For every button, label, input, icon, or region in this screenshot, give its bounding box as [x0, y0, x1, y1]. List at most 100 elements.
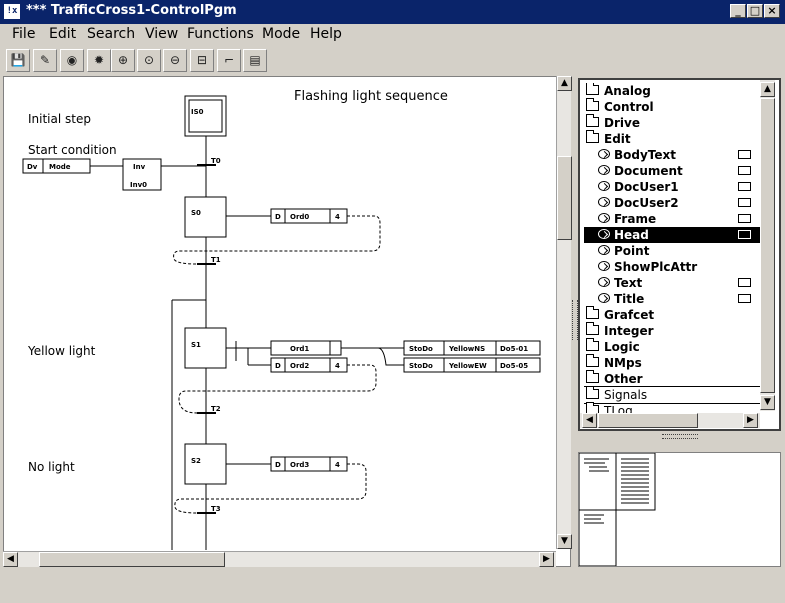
palette-horizontal-scrollbar[interactable]: ◀ ▶ [580, 413, 760, 428]
palette-item-nmps[interactable]: NMps [584, 354, 762, 371]
palette-item-label: BodyText [614, 148, 677, 162]
output2-op: StoDo [409, 362, 433, 370]
horizontal-splitter[interactable] [662, 434, 698, 439]
class-object-icon [598, 277, 610, 287]
palette-vertical-scrollbar[interactable]: ▲ ▼ [760, 80, 775, 411]
save-icon[interactable]: 💾 [6, 49, 30, 72]
palette-item-label: DocUser2 [614, 196, 679, 210]
scroll-left-icon[interactable]: ◀ [3, 552, 18, 567]
order2-time: 4 [335, 362, 340, 370]
palette-item-bodytext[interactable]: BodyText [584, 147, 762, 163]
plc-editor-canvas[interactable]: Flashing light sequence Initial step Sta… [3, 76, 571, 567]
palette-item-label: Analog [604, 84, 651, 98]
folder-icon [586, 114, 599, 127]
vertical-splitter[interactable] [572, 300, 578, 340]
zoom-in-icon[interactable]: ⊕ [111, 49, 135, 72]
label-yellow-light: Yellow light [27, 344, 96, 358]
horizontal-scroll-thumb[interactable] [39, 552, 225, 567]
menu-search[interactable]: Search [87, 26, 136, 42]
object-preview-icon [738, 150, 751, 159]
scroll-right-icon[interactable]: ▶ [539, 552, 554, 567]
navigator-pane[interactable] [578, 452, 781, 567]
folder-icon [586, 338, 599, 351]
palette-item-grafcet[interactable]: Grafcet [584, 306, 762, 323]
object-preview-icon [738, 230, 751, 239]
pencil-icon[interactable]: ✎ [33, 49, 57, 72]
palette-item-tlog[interactable]: TLog [584, 402, 762, 413]
order2-type: D [275, 362, 281, 370]
palette-item-point[interactable]: Point [584, 243, 762, 259]
plc-icon[interactable]: ▤ [243, 49, 267, 72]
palette-item-edit[interactable]: Edit [584, 130, 762, 147]
folder-icon [586, 306, 599, 319]
transition-t1: T1 [211, 256, 221, 264]
zoom-out-icon[interactable]: ⊖ [163, 49, 187, 72]
close-button[interactable]: × [764, 4, 780, 18]
navigator-thumbnail [578, 452, 656, 567]
order3-time: 4 [335, 461, 340, 469]
folder-icon [586, 370, 599, 383]
gear-icon[interactable]: ✹ [87, 49, 111, 72]
label-start-condition: Start condition [28, 143, 117, 157]
palette-item-analog[interactable]: Analog [584, 83, 762, 99]
palette-h-scroll-thumb[interactable] [598, 413, 698, 428]
menu-view[interactable]: View [145, 26, 179, 42]
minimize-button[interactable]: _ [730, 4, 746, 18]
palette-item-other[interactable]: Other [584, 370, 762, 387]
palette-scroll-left-icon[interactable]: ◀ [582, 413, 597, 428]
grafcet-diagram: Flashing light sequence Initial step Sta… [22, 89, 541, 550]
order0-time: 4 [335, 213, 340, 221]
diagram-title: Flashing light sequence [294, 89, 448, 104]
palette-scroll-down-icon[interactable]: ▼ [760, 395, 775, 410]
palette-scroll-thumb[interactable] [760, 98, 775, 393]
mode-label: Mode [49, 163, 71, 171]
zoom-reset-icon[interactable]: ⊙ [137, 49, 161, 72]
palette-item-integer[interactable]: Integer [584, 322, 762, 339]
menu-mode[interactable]: Mode [262, 26, 301, 42]
palette-scroll-right-icon[interactable]: ▶ [743, 413, 758, 428]
menu-functions[interactable]: Functions [187, 26, 254, 42]
palette-item-document[interactable]: Document [584, 163, 762, 179]
scroll-up-icon[interactable]: ▲ [557, 76, 572, 91]
title-bar: !x *** TrafficCross1-ControlPgm _ □ × [0, 0, 785, 24]
class-object-icon [598, 293, 610, 303]
step-s2: S2 [191, 457, 201, 465]
eye-icon[interactable]: ◉ [60, 49, 84, 72]
canvas-vertical-scrollbar[interactable]: ▲ ▼ [556, 76, 572, 549]
palette-item-text[interactable]: Text [584, 275, 762, 291]
folder-icon [586, 354, 599, 367]
palette-item-docuser1[interactable]: DocUser1 [584, 179, 762, 195]
folder-icon [586, 386, 599, 399]
inv-label: Inv [133, 163, 146, 171]
palette-item-docuser2[interactable]: DocUser2 [584, 195, 762, 211]
vertical-scroll-thumb[interactable] [557, 156, 572, 240]
palette-item-label: Other [604, 372, 643, 386]
palette-item-label: TLog [604, 404, 633, 413]
palette-item-control[interactable]: Control [584, 98, 762, 115]
palette-item-signals[interactable]: Signals [584, 386, 762, 404]
palette-item-label: Edit [604, 132, 631, 146]
palette-item-logic[interactable]: Logic [584, 338, 762, 355]
palette-item-head[interactable]: Head [584, 227, 762, 243]
order3-name: Ord3 [290, 461, 309, 469]
output1-op: StoDo [409, 345, 433, 353]
palette-item-title[interactable]: Title [584, 291, 762, 307]
palette-item-frame[interactable]: Frame [584, 211, 762, 227]
palette-scroll-up-icon[interactable]: ▲ [760, 82, 775, 97]
output1-dest: Do5-01 [500, 345, 528, 353]
object-preview-icon [738, 166, 751, 175]
palette-item-showplcattr[interactable]: ShowPlcAttr [584, 259, 762, 275]
palette-item-drive[interactable]: Drive [584, 114, 762, 131]
menu-file[interactable]: File [12, 26, 36, 42]
canvas-horizontal-scrollbar[interactable]: ◀ ▶ [3, 551, 556, 567]
step-s1: S1 [191, 341, 201, 349]
object-icon[interactable]: ⊟ [190, 49, 214, 72]
scroll-down-icon[interactable]: ▼ [557, 534, 572, 549]
menu-help[interactable]: Help [310, 26, 342, 42]
connection-icon[interactable]: ⌐ [217, 49, 241, 72]
output1-signal: YellowNS [448, 345, 485, 353]
output2-dest: Do5-05 [500, 362, 528, 370]
menu-edit[interactable]: Edit [49, 26, 77, 42]
maximize-button[interactable]: □ [747, 4, 763, 18]
